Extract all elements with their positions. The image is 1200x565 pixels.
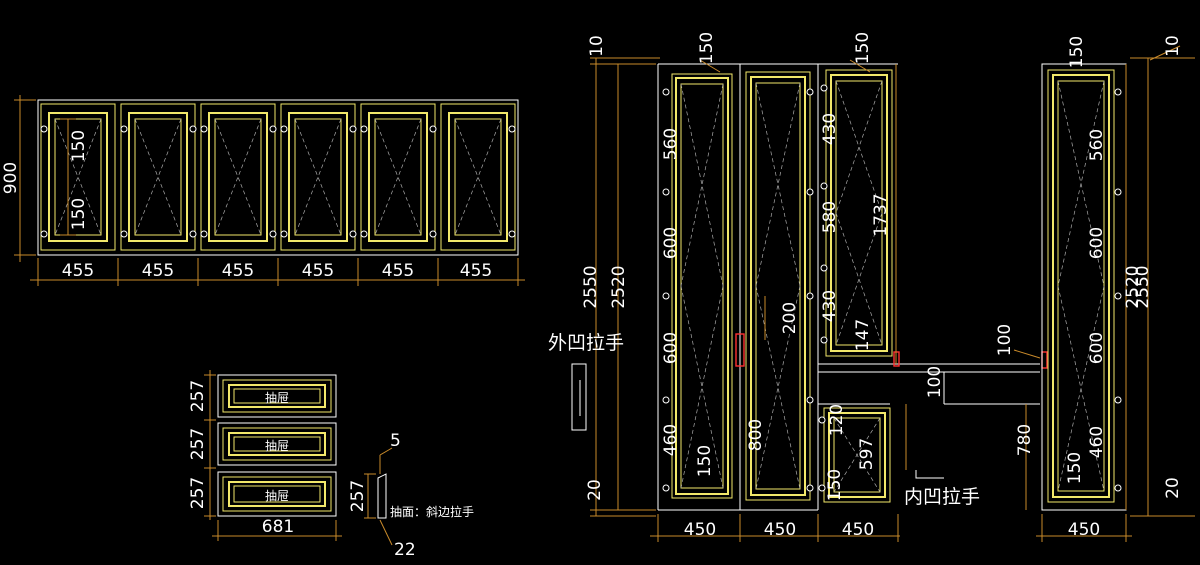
upper-door-5 [360,103,436,251]
right-lower-dim-2: 597 [857,438,877,470]
middle-dim-200: 200 [780,302,800,334]
upper-door-4 [280,103,356,251]
upper-door-width-3: 455 [222,261,254,281]
upper-hinge-holes [40,125,516,238]
left-panel-dim-4: 460 [661,424,681,456]
upper-door-width-6: 455 [460,261,492,281]
upper-door-3 [200,103,276,251]
tall-unit-dimension-lines [1013,45,1195,542]
drawer-1-label: 抽屉 [265,391,289,405]
drawer-side-profile: 5 257 22 抽面：斜边拉手 [348,431,474,560]
wardrobe-door-left [671,73,733,499]
left-panel-dim-3: 600 [661,332,681,364]
tall-unit-outline [1041,63,1127,511]
drawer-stack: 抽屉 抽屉 抽屉 257 257 257 681 [188,370,342,541]
drawer-3-label: 抽屉 [265,489,289,503]
profile-bottom-dim: 22 [394,540,416,560]
outer-handle-label: 外凹拉手 [548,332,624,354]
right-upper-total: 1737 [871,193,891,236]
wardrobe-frame-top: 150 [697,32,717,64]
tall-unit-handle [1041,351,1048,369]
wardrobe-col-width-1: 450 [684,520,716,540]
drawer-height-3: 257 [188,477,208,509]
upper-rail-dim-bottom: 150 [69,198,89,230]
right-upper-dim-3: 430 [820,290,840,322]
profile-note: 抽面：斜边拉手 [390,504,474,519]
drawer-1: 抽屉 [217,374,337,418]
upper-door-2 [120,103,196,251]
drawer-height-1: 257 [188,380,208,412]
drawer-2: 抽屉 [217,422,337,466]
right-upper-dim-1: 430 [820,113,840,145]
left-panel-frame-bottom: 150 [695,445,715,477]
tall-side-dim-100: 100 [995,324,1015,356]
wardrobe-total-height: 2550 [581,265,601,308]
tall-panel-dim-2: 600 [1087,227,1107,259]
tall-unit-hinge-holes [1114,88,1122,492]
left-panel-dim-1: 560 [661,128,681,160]
drawer-dimension-lines [204,370,342,541]
wardrobe-frame-top-right: 150 [853,32,873,64]
right-lower-dim-1: 120 [827,404,847,436]
right-upper-dim-2: 580 [820,201,840,233]
upper-door-6 [440,103,516,251]
upper-door-width-4: 455 [302,261,334,281]
tall-panel-dim-1: 560 [1087,129,1107,161]
drawer-height-2: 257 [188,428,208,460]
upper-door-width-5: 455 [382,261,414,281]
inner-handle-profile [915,470,944,479]
drawer-3: 抽屉 [217,471,337,517]
wardrobe-gap-dim: 100 [925,366,945,398]
wardrobe-door-right-upper [825,69,893,357]
tall-width: 450 [1068,520,1100,540]
upper-height-dim: 900 [1,162,21,194]
wardrobe-door-right-lower [823,407,891,503]
wardrobe-col-width-2: 450 [764,520,796,540]
wardrobe-door-middle [745,71,811,501]
wardrobe-base-height: 20 [585,479,605,501]
right-lower-dim-3: 150 [825,469,845,501]
outer-handle-profile [571,363,587,431]
upper-door-width-2: 455 [142,261,174,281]
upper-door-1 [40,103,116,251]
upper-door-width-1: 455 [62,261,94,281]
upper-cabinet-outline [37,99,519,256]
wardrobe-col-width-3: 450 [842,520,874,540]
upper-rail-dim-top: 150 [69,130,89,162]
wardrobe-inner-height: 2520 [609,265,629,308]
tall-panel-dim-4: 460 [1087,426,1107,458]
upper-cabinet: 900 150 150 455 455 455 455 455 455 [1,95,525,286]
left-panel-dim-2: 600 [661,227,681,259]
tall-top-offset: 10 [1163,35,1183,57]
wardrobe-hinge-holes [662,84,828,492]
drawer-total-width: 681 [262,517,294,537]
tall-top-frame: 150 [1067,36,1087,68]
outer-recessed-handle [735,333,745,367]
tall-panel-dim-3: 600 [1087,332,1107,364]
tall-side-dim-780: 780 [1015,424,1035,456]
wardrobe-dimension-lines [590,57,907,542]
tall-inner-height: 2520 [1123,265,1143,308]
right-upper-dim-4: 147 [853,319,873,351]
drawer-2-label: 抽屉 [265,439,289,453]
inner-handle-label: 内凹拉手 [904,486,980,508]
tall-total-height: 2550 [1133,265,1153,308]
tall-unit: 2550 2520 10 20 150 560 600 600 460 150 … [995,35,1195,542]
profile-height-dim: 257 [348,480,368,512]
wardrobe-top-offset: 10 [587,35,607,57]
wardrobe: 2550 2520 10 20 150 150 560 600 600 460 … [548,32,1048,542]
tall-bottom-frame: 150 [1065,452,1085,484]
profile-top-dim: 5 [390,431,401,451]
tall-base-height: 20 [1163,477,1183,499]
upper-dimension-lines [14,95,525,286]
middle-dim-800: 800 [746,419,766,451]
